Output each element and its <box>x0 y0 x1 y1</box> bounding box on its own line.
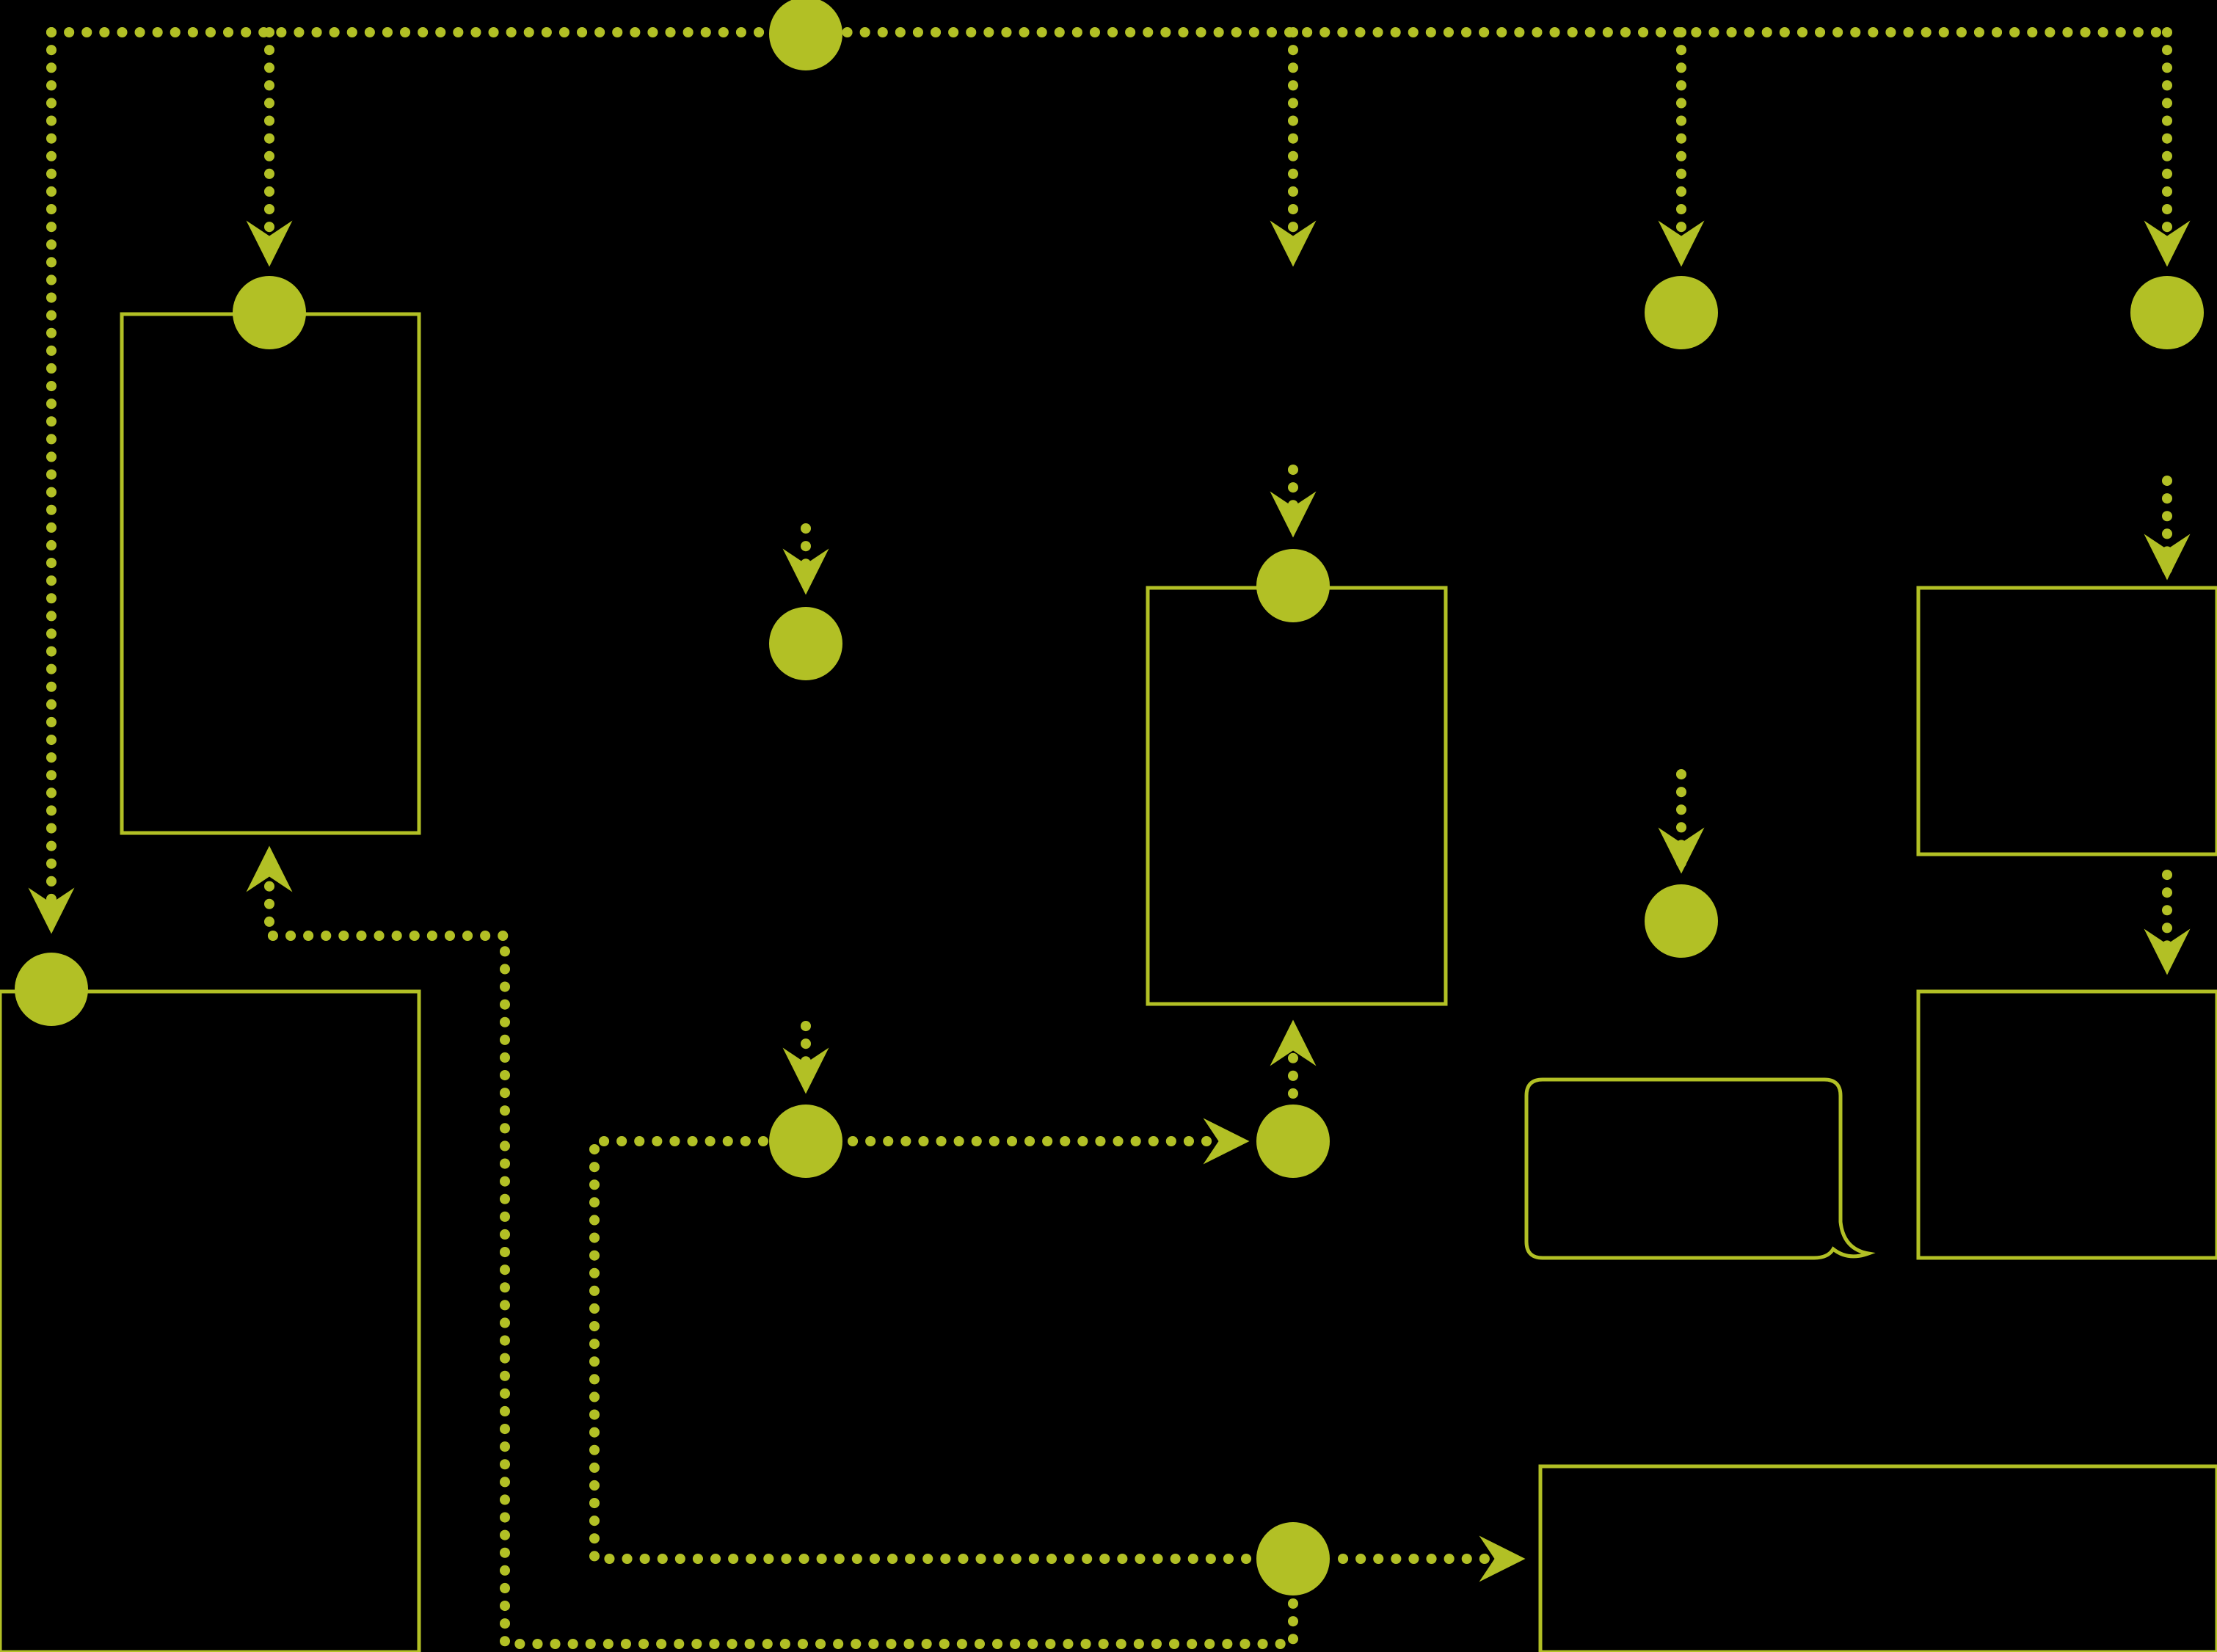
box-right-upper <box>1916 586 2217 856</box>
node-right-column-middle <box>1645 884 1718 958</box>
node-right-column-top <box>1645 276 1718 349</box>
node-center-box-top <box>1256 549 1330 622</box>
node-upper-left-box-top <box>233 276 306 349</box>
node-lower-left-box-corner <box>15 953 88 1026</box>
boxes <box>0 312 2217 1652</box>
node-far-right-column-top <box>2130 276 2204 349</box>
node-top-origin <box>769 0 842 70</box>
node-center-bottom <box>1256 1105 1330 1178</box>
speech-bubble-callout <box>1524 1077 1876 1260</box>
nodes <box>15 0 2204 1595</box>
box-right-lower <box>1916 989 2217 1260</box>
connectors <box>28 27 2191 1649</box>
connector-mid-node-loop <box>589 1136 1253 1564</box>
box-lower-left <box>0 989 421 1652</box>
node-mid-bottom <box>769 1105 842 1178</box>
arrow-bottom-loop-to-upper-left-box <box>246 845 1298 1649</box>
node-mid-left <box>769 607 842 680</box>
node-bottom <box>1256 1522 1330 1595</box>
box-bottom-right <box>1538 1464 2217 1652</box>
